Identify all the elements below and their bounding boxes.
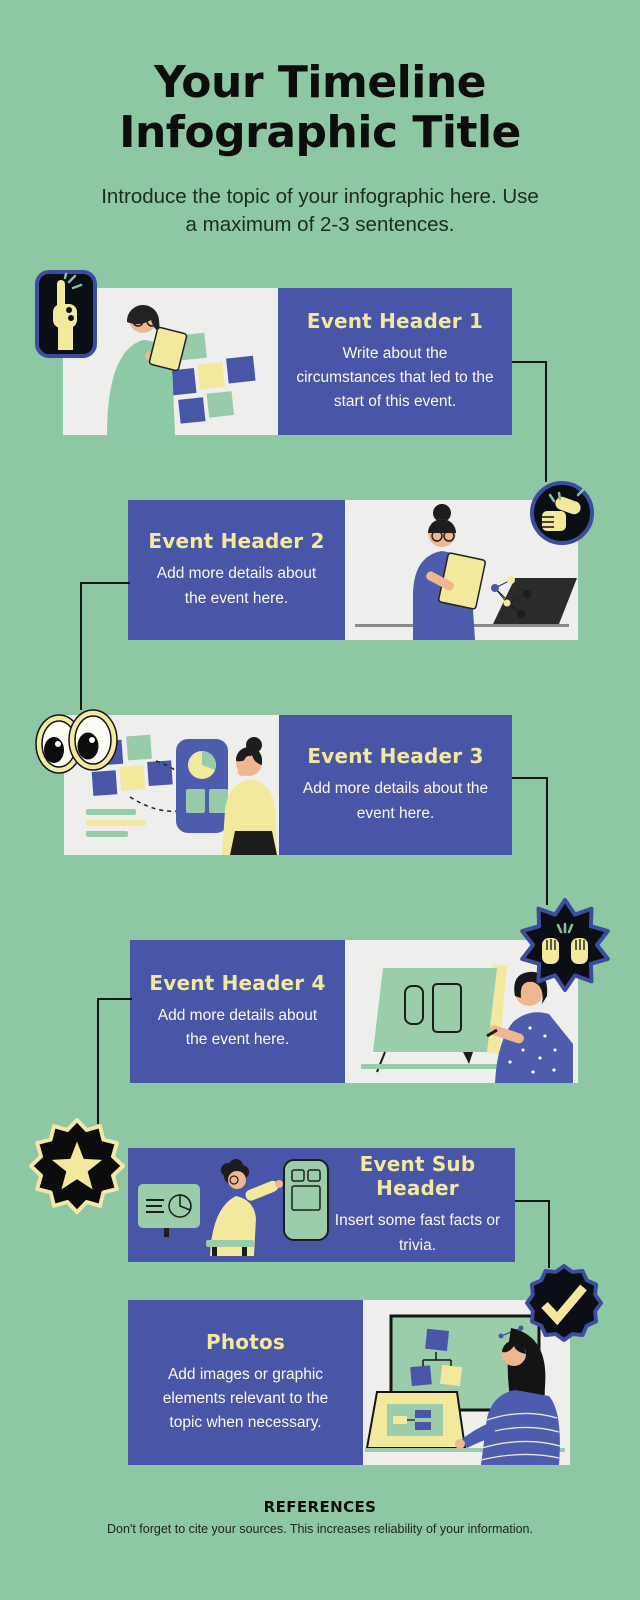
connector-line-2 (80, 582, 130, 710)
checkmark-seal-icon (525, 1264, 603, 1342)
page-title-line1: Your Timeline (153, 57, 487, 108)
woman-thinking-notes-phone-illustration (86, 734, 277, 855)
person-presenting-phone-illustration (138, 1159, 329, 1256)
praising-hands-star-icon (518, 898, 612, 992)
woman-laptop-flowchart-illustration (365, 1314, 565, 1465)
connector-line-3 (512, 777, 548, 905)
page-title-line2: Infographic Title (119, 107, 521, 159)
event-4-body: Add more details about the event here. (157, 1006, 318, 1048)
event-3-illustration-panel (64, 715, 279, 855)
event-4-illustration-panel (345, 940, 578, 1083)
event-5-text-block: Event Sub Header Insert some fast facts … (328, 1148, 507, 1262)
event-2-body: Add more details about the event here. (156, 565, 317, 607)
references-heading: REFERENCES (263, 1498, 377, 1516)
woman-tablet-sticky-notes-illustration (107, 304, 256, 435)
woman-drafting-board-illustration (361, 964, 573, 1083)
connector-line-5 (515, 1200, 550, 1268)
event-4-header: Event Header 4 (149, 970, 326, 995)
event-4-text-box: Event Header 4 Add more details about th… (130, 940, 345, 1083)
cartoon-eyes-icon (33, 702, 119, 778)
connector-line-4 (97, 998, 132, 1124)
event-3-text-box: Event Header 3 Add more details about th… (279, 715, 512, 855)
event-1-illustration-panel (63, 288, 278, 435)
event-1-text-box: Event Header 1 Write about the circumsta… (278, 288, 512, 435)
woman-clipboard-laptop-illustration (355, 504, 577, 640)
event-6-header: Photos (205, 1329, 286, 1354)
event-2-header: Event Header 2 (148, 529, 325, 554)
event-6-illustration-panel (363, 1300, 570, 1465)
fingers-crossed-hand-icon (35, 270, 97, 358)
intro-text: Introduce the topic of your infographic … (101, 185, 539, 236)
event-5-header: Event Sub Header (359, 1152, 476, 1201)
event-5-text-box: Event Sub Header Insert some fast facts … (128, 1148, 515, 1262)
references-body: Don't forget to cite your sources. This … (107, 1522, 533, 1536)
connector-line-1 (512, 361, 547, 482)
event-1-body: Write about the circumstances that led t… (296, 344, 494, 410)
event-2-text-box: Event Header 2 Add more details about th… (128, 500, 345, 640)
event-6-body: Add images or graphic elements relevant … (162, 1365, 329, 1431)
page-title: Your Timeline Infographic Title (0, 57, 640, 159)
star-seal-icon (28, 1117, 126, 1215)
event-6-text-box: Photos Add images or graphic elements re… (128, 1300, 363, 1465)
event-1-header: Event Header 1 (306, 308, 484, 333)
event-3-body: Add more details about the event here. (302, 780, 489, 822)
event-5-body: Insert some fast facts or trivia. (334, 1212, 501, 1254)
event-3-header: Event Header 3 (307, 744, 484, 769)
thumbs-up-icon (528, 479, 596, 547)
